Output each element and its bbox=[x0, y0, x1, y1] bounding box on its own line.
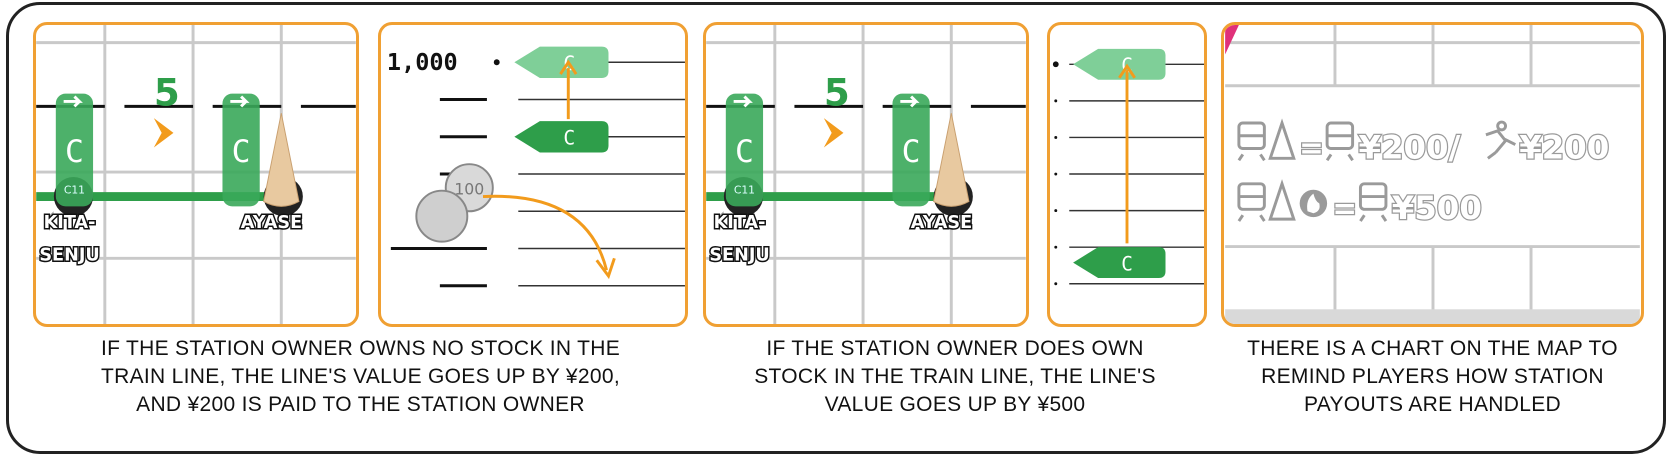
caption-line: REMIND PLAYERS HOW STATION bbox=[1261, 365, 1604, 388]
arrow-head-icon bbox=[595, 257, 616, 280]
track-value-label: 1,000 bbox=[387, 48, 458, 76]
station-cone-icon bbox=[933, 113, 970, 207]
value-token-current: C bbox=[514, 121, 609, 153]
station-cone-icon bbox=[263, 113, 300, 207]
train-token: C bbox=[892, 93, 930, 207]
panel-payout-chart: = ¥200/ ¥200 = ¥500 bbox=[1221, 22, 1644, 327]
caption-line: PAYOUTS ARE HANDLED bbox=[1304, 393, 1561, 416]
caption-line: AND ¥200 IS PAID TO THE STATION OWNER bbox=[136, 393, 585, 416]
station-a-line1: KITA- bbox=[44, 213, 96, 233]
arrow-head-icon bbox=[1118, 63, 1136, 79]
train-token: C C11 bbox=[55, 93, 94, 207]
pin-shadow-icon bbox=[44, 211, 54, 231]
coin-label: 100 bbox=[454, 180, 484, 199]
train-station-icon bbox=[1358, 182, 1388, 222]
token-letter: C bbox=[563, 127, 575, 150]
value-token-target: C bbox=[1073, 48, 1166, 80]
caption-line: VALUE GOES UP BY ¥500 bbox=[824, 393, 1086, 416]
station-a-line1: KITA- bbox=[714, 213, 766, 233]
token-letter: C bbox=[65, 134, 84, 170]
panel-no-stock-map: 5 C C11 C KITA- SENJU AYASE bbox=[33, 22, 359, 327]
value-token-current: C bbox=[1073, 247, 1166, 278]
panel-own-stock-map: 5 C C11 C KITA- SENJU AYASE bbox=[703, 22, 1029, 327]
token-sub: C11 bbox=[734, 184, 755, 197]
runner-icon bbox=[1485, 120, 1516, 160]
station-a-line2: SENJU bbox=[709, 245, 769, 265]
caption-chart: THERE IS A CHART ON THE MAP TO REMIND PL… bbox=[1221, 335, 1644, 419]
track-dot bbox=[493, 59, 500, 66]
caption-line: STOCK IN THE TRAIN LINE, THE LINE'S bbox=[754, 365, 1156, 388]
row1-eq: = bbox=[1299, 130, 1324, 164]
station-a-line2: SENJU bbox=[39, 245, 99, 265]
train-station-icon bbox=[1237, 182, 1266, 222]
flame-shape bbox=[1307, 193, 1320, 214]
row1-value: ¥200/ bbox=[1358, 128, 1460, 166]
token-letter: C bbox=[232, 134, 251, 170]
station-b-label: AYASE bbox=[241, 213, 302, 233]
move-arrow-icon bbox=[823, 118, 844, 148]
caption-no-stock: IF THE STATION OWNER OWNS NO STOCK IN TH… bbox=[33, 335, 688, 419]
move-arrow-icon bbox=[153, 118, 174, 148]
row2-value: ¥500 bbox=[1392, 189, 1482, 227]
coin-icon bbox=[415, 189, 469, 243]
map-edge bbox=[1225, 309, 1640, 324]
value-track-diagram: C C bbox=[1052, 48, 1204, 286]
train-station-icon bbox=[1325, 121, 1355, 162]
train-token: C bbox=[222, 93, 260, 207]
caption-own-stock: IF THE STATION OWNER DOES OWN STOCK IN T… bbox=[703, 335, 1207, 419]
token-letter: C bbox=[735, 134, 754, 170]
train-station-icon bbox=[1237, 121, 1266, 162]
distance-label: 5 bbox=[154, 70, 180, 114]
station-b-label: AYASE bbox=[911, 213, 972, 233]
arrow-head-icon bbox=[559, 59, 578, 75]
station-cone-icon bbox=[1268, 118, 1296, 160]
row1-value2: ¥200 bbox=[1519, 128, 1609, 166]
value-track-diagram: 1,000 C C 100 bbox=[387, 46, 685, 288]
train-token: C C11 bbox=[725, 93, 764, 207]
token-letter: C bbox=[902, 134, 921, 170]
grid-lines bbox=[1225, 25, 1640, 324]
row2-eq: = bbox=[1332, 191, 1357, 225]
panel-own-stock-value: C C bbox=[1047, 22, 1207, 327]
token-sub: C11 bbox=[64, 184, 85, 197]
track-dots bbox=[1052, 61, 1059, 286]
payout-chart: = ¥200/ ¥200 = ¥500 bbox=[1225, 25, 1640, 324]
corner-marker bbox=[1225, 25, 1239, 55]
station-cone-icon bbox=[1268, 179, 1296, 221]
payout-arrow bbox=[482, 194, 608, 271]
token-letter: C bbox=[1121, 252, 1133, 275]
caption-line: IF THE STATION OWNER DOES OWN bbox=[766, 337, 1144, 360]
caption-line: TRAIN LINE, THE LINE'S VALUE GOES UP BY … bbox=[101, 365, 620, 388]
caption-line: THERE IS A CHART ON THE MAP TO bbox=[1247, 337, 1618, 360]
map-diagram: 5 C C11 C KITA- SENJU AYASE bbox=[706, 25, 1026, 324]
pin-shadow-icon bbox=[714, 211, 724, 231]
distance-label: 5 bbox=[824, 70, 850, 114]
panel-no-stock-value: 1,000 C C 100 bbox=[378, 22, 688, 327]
caption-line: IF THE STATION OWNER OWNS NO STOCK IN TH… bbox=[100, 337, 621, 360]
map-diagram: 5 C C11 C KITA- SENJU AYASE bbox=[36, 25, 356, 324]
